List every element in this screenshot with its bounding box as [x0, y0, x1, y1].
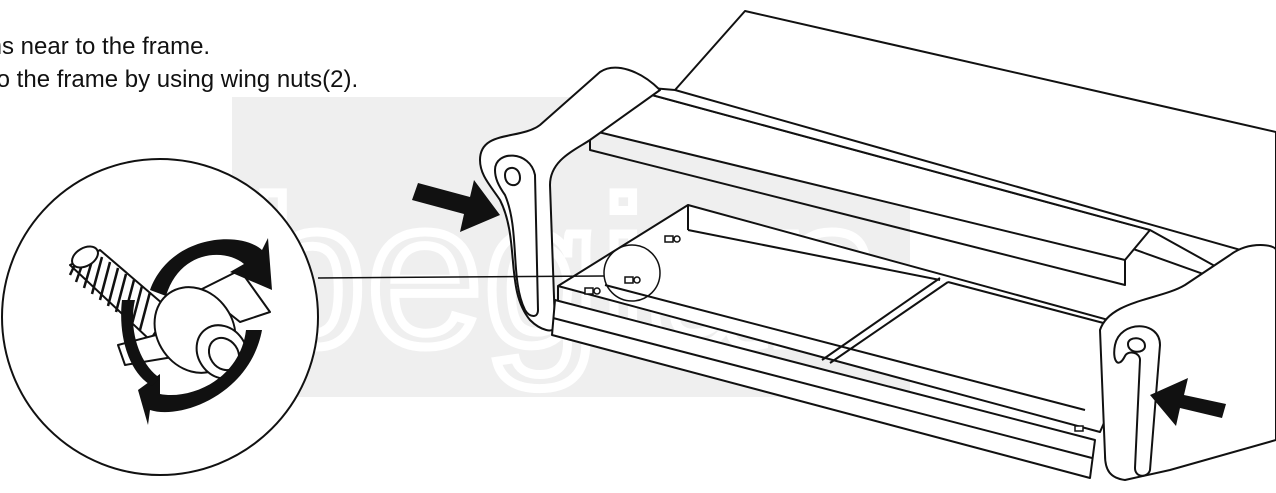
wing-nut-detail — [1, 158, 319, 476]
sofa-backrest — [589, 10, 1276, 301]
push-arrow-left-icon — [412, 180, 500, 232]
wing-nut-3 — [584, 287, 601, 295]
wing-nut-body — [117, 269, 271, 380]
push-arrow-right-icon — [1150, 378, 1226, 426]
left-armrest — [479, 66, 661, 332]
instruction-line-1: ms near to the frame. — [0, 33, 211, 60]
right-armrest — [1099, 244, 1276, 481]
wing-nut-2 — [624, 276, 641, 284]
wing-nut-1 — [664, 235, 681, 243]
instructions: ms near to the frame. to the frame by us… — [0, 30, 358, 96]
storage-frame — [551, 204, 1146, 479]
rotate-arrows-icon — [121, 238, 272, 425]
detail-callout — [317, 244, 661, 302]
frame-wing-nuts — [584, 235, 1084, 432]
wing-nut-4 — [1074, 425, 1084, 432]
instruction-line-2: to the frame by using wing nuts(2). — [0, 66, 359, 93]
